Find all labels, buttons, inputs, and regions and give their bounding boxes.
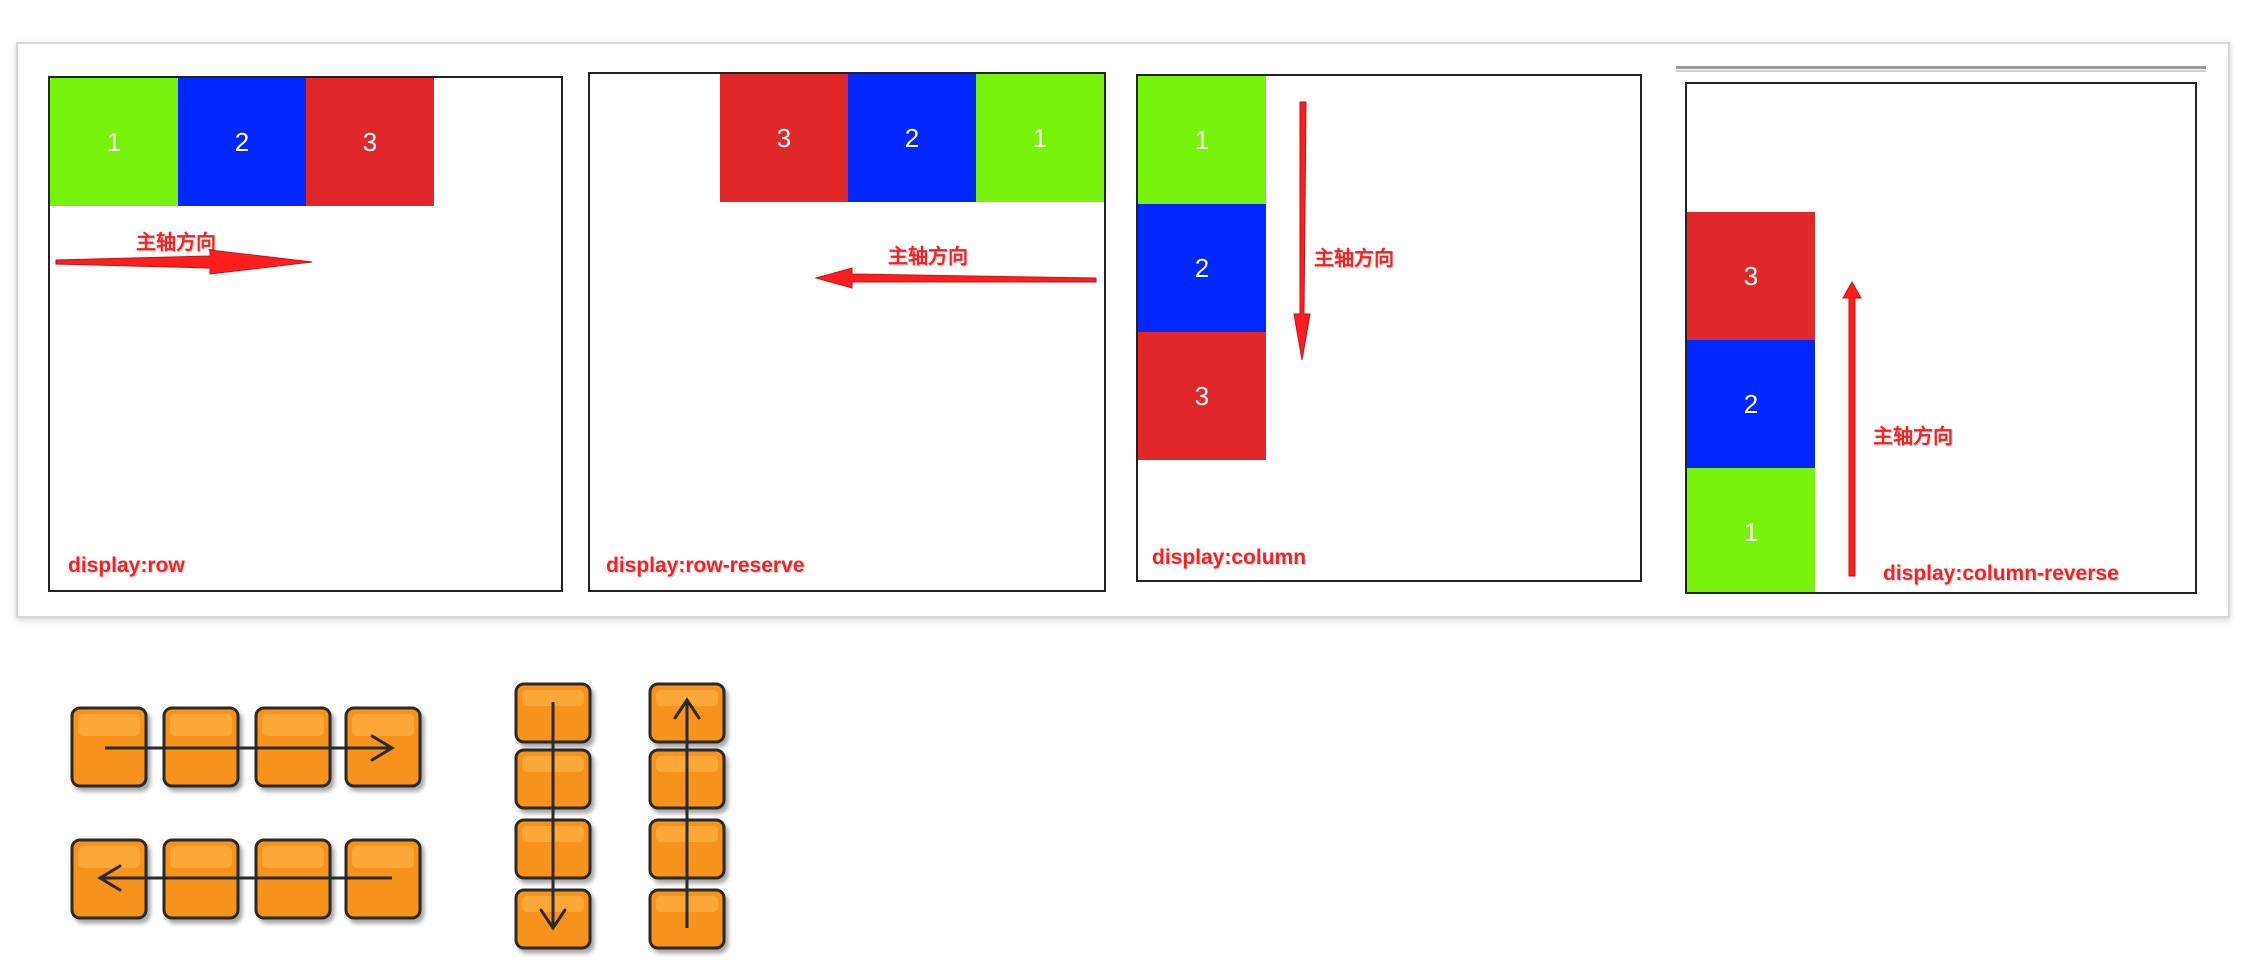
flex-item-1: 1 [1138,76,1266,204]
arrow-right-icon [55,249,313,275]
panel-column: 1 2 3 主轴方向 display:column [1136,74,1642,582]
sketch-arrows [97,697,701,931]
sketch-box-highlight [170,846,232,868]
sketch-box-highlight [170,714,232,736]
arrow-down-icon [1293,101,1311,361]
sketch-box-highlight [78,846,140,868]
arrow-down-icon [539,702,567,931]
flex-item-2: 2 [1138,204,1266,332]
main-axis-label: 主轴方向 [1873,424,1953,448]
flex-item-3: 3 [306,78,434,206]
flex-item-1: 1 [1687,468,1815,592]
sketch-box-highlight [522,690,584,706]
top-divider [1676,66,2206,72]
flex-item-1: 1 [50,78,178,206]
flex-item-2: 2 [848,74,976,202]
arrow-left-icon [97,864,392,892]
arrow-up-icon [673,697,701,928]
flex-item-2: 2 [178,78,306,206]
arrow-left-icon [814,267,1097,289]
arrow-right-icon [105,734,395,762]
sketch-box-highlight [78,714,140,736]
sketch-boxes [70,682,726,950]
sketch-box-highlight [352,714,414,736]
sketch-box-highlight [352,846,414,868]
main-axis-label: 主轴方向 [136,230,216,254]
arrow-up-icon [1842,280,1862,577]
main-axis-label: 主轴方向 [1314,246,1394,270]
panel-row: 1 2 3 主轴方向 display:row [48,76,563,592]
main-axis-label: 主轴方向 [888,244,968,268]
flex-item-3: 3 [1138,332,1266,460]
mode-label: display:row [68,554,185,577]
sketch-box-highlight [262,714,324,736]
sketch-box-highlight [262,846,324,868]
mode-label: display:column-reverse [1883,562,2119,585]
flex-item-1: 1 [976,74,1104,202]
flex-item-3: 3 [1687,212,1815,340]
panel-column-reverse: 3 2 1 主轴方向 display:column-reverse [1685,82,2197,594]
mode-label: display:row-reserve [606,554,805,577]
flex-item-3: 3 [720,74,848,202]
mode-label: display:column [1152,546,1307,569]
flex-item-2: 2 [1687,340,1815,468]
panel-row-reverse: 3 2 1 主轴方向 display:row-reserve [588,72,1106,592]
